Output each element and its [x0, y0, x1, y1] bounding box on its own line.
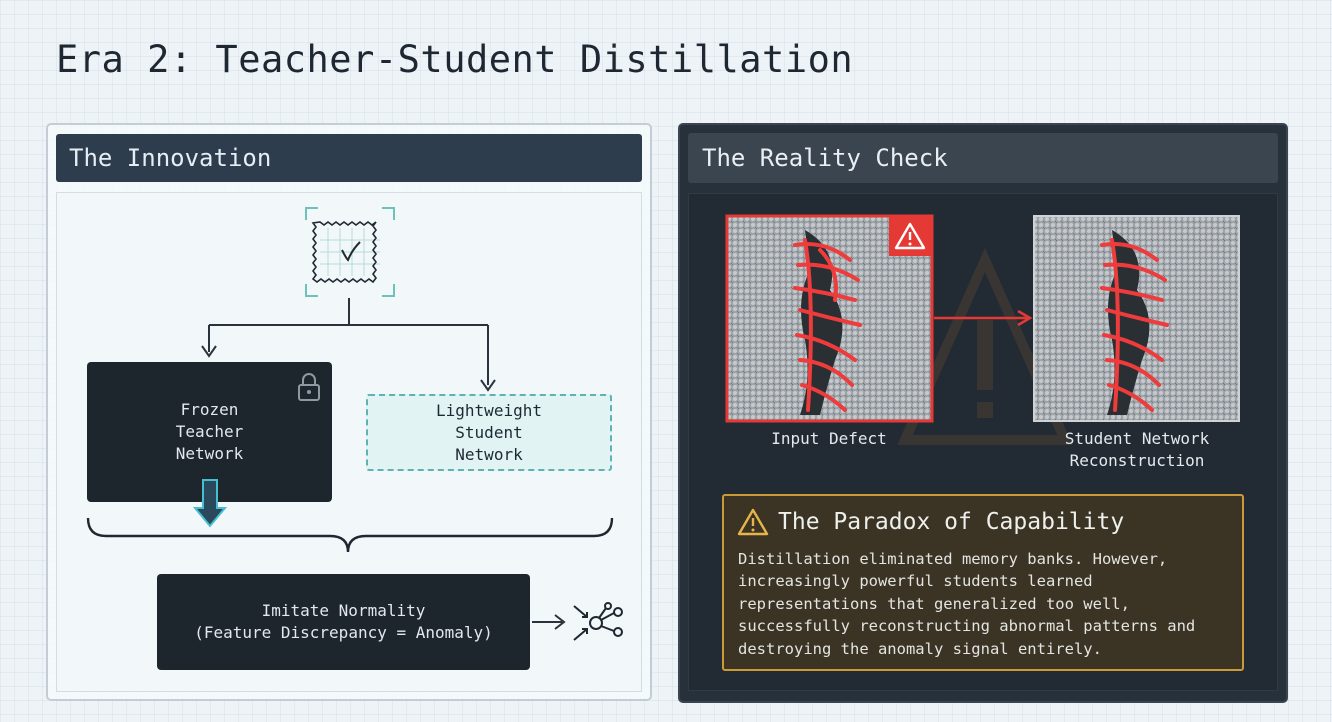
anomaly-scatter-icon [573, 602, 623, 641]
background-warning-icon [897, 247, 1073, 445]
page-title: Era 2: Teacher-Student Distillation [56, 38, 854, 81]
right-arrow-icon [934, 309, 1033, 327]
teacher-label: Frozen Teacher Network [175, 400, 244, 463]
paradox-warning-icon [737, 508, 769, 536]
teacher-network-box: Frozen Teacher Network [87, 362, 332, 502]
lock-icon [298, 373, 320, 401]
reality-check-header: The Reality Check [688, 133, 1278, 183]
brace-icon [86, 517, 614, 553]
paradox-title: The Paradox of Capability [778, 509, 1125, 535]
imitate-line2: (Feature Discrepancy = Anomaly) [194, 623, 493, 642]
reconstruction-label-line1: Student Network [1064, 429, 1210, 448]
reconstruction-label: Student Network Reconstruction [1034, 428, 1240, 472]
reconstruction-label-line2: Reconstruction [1069, 451, 1205, 470]
input-defect-label: Input Defect [771, 429, 887, 448]
imitate-line1: Imitate Normality [261, 601, 426, 620]
paradox-text: Distillation eliminated memory banks. Ho… [738, 550, 1196, 658]
down-arrow-icon [192, 479, 228, 528]
student-label: Lightweight Student Network [436, 400, 542, 464]
paradox-callout [722, 494, 1244, 671]
imitate-normality-box: Imitate Normality (Feature Discrepancy =… [157, 574, 530, 670]
warning-icon [894, 222, 926, 250]
innovation-header: The Innovation [56, 134, 642, 182]
image-patch-icon [305, 207, 395, 297]
student-network-box: Lightweight Student Network [366, 394, 612, 471]
